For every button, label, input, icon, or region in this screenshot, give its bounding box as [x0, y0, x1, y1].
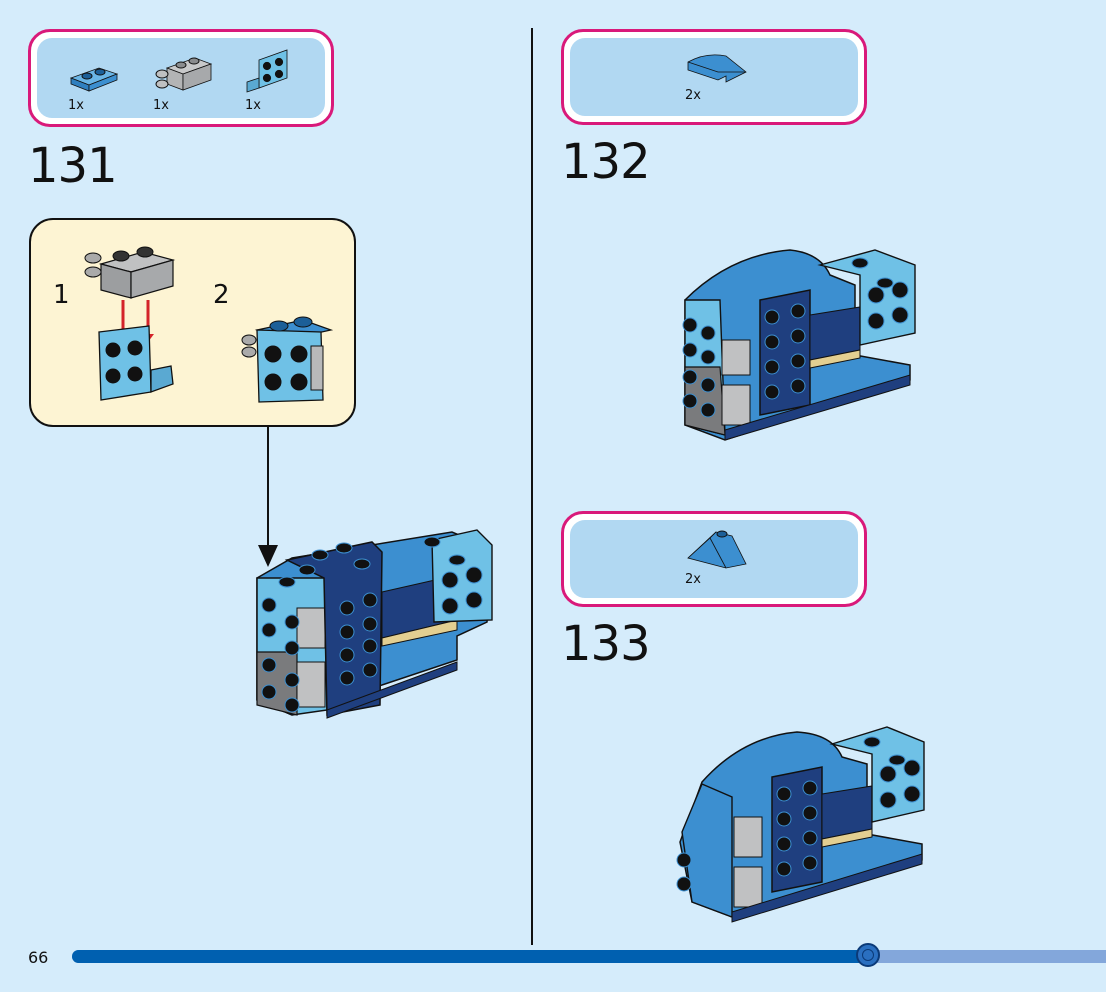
parts-list-step-131: 1x 1x 1x — [28, 29, 334, 127]
model-step-133 — [676, 726, 925, 923]
model-step-131 — [256, 529, 493, 719]
parts-list-step-132: 2x — [561, 29, 867, 125]
part-curved-slope-icon — [687, 54, 747, 83]
sub-step-number: 1 — [53, 280, 70, 310]
step-number-131: 131 — [28, 138, 118, 194]
callout-arrow-icon — [258, 545, 278, 567]
bracket-illustration — [98, 325, 174, 401]
progress-bar-fill — [72, 950, 869, 963]
part-qty: 2x — [685, 88, 701, 103]
model-step-132 — [682, 249, 916, 441]
parts-list-step-133: 2x — [561, 511, 867, 607]
callout-line — [267, 427, 269, 547]
part-qty: 1x — [68, 98, 84, 113]
sub-assembly-box: 1 2 — [29, 218, 356, 427]
sub-step-number: 2 — [213, 280, 230, 310]
part-bracket-icon — [246, 49, 288, 93]
combined-assembly-illustration — [241, 316, 334, 403]
part-plate-1x2-icon — [69, 67, 119, 92]
step-number-133: 133 — [561, 616, 651, 672]
step-number-132: 132 — [561, 134, 651, 190]
progress-marker-icon — [856, 943, 881, 967]
part-hinge-brick-icon — [155, 57, 213, 91]
part-qty: 1x — [153, 98, 169, 113]
step-divider — [531, 28, 533, 945]
part-wedge-slope-icon — [687, 530, 747, 569]
page-progress-bar — [72, 943, 1106, 967]
hinge-brick-illustration — [84, 246, 176, 299]
page-number: 66 — [28, 948, 49, 967]
part-qty: 2x — [685, 572, 701, 587]
part-qty: 1x — [245, 98, 261, 113]
